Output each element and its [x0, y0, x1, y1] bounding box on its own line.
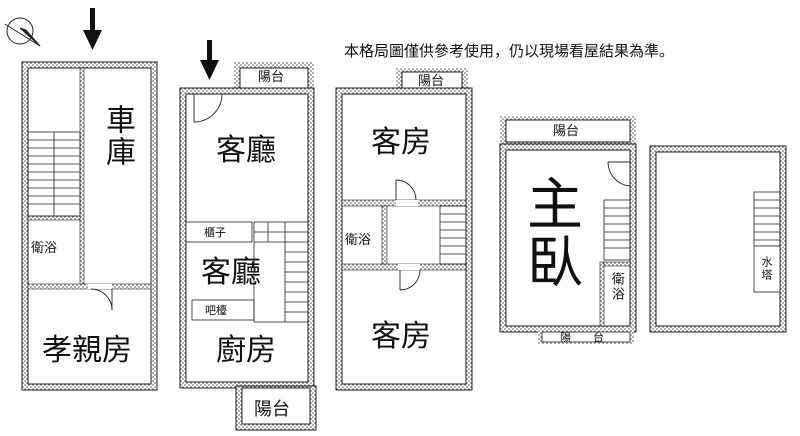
room-label-garage: 車庫 — [100, 104, 135, 168]
room-label-balcony: 陽台 — [258, 70, 285, 85]
room-label-balcony: 陽台 — [418, 74, 445, 89]
room-label-guest-room: 客房 — [371, 319, 431, 354]
room-label-living-room: 客廳 — [216, 133, 276, 168]
disclaimer-note: 本格局圖僅供參考使用，仍以現場看屋結果為準。 — [344, 42, 675, 60]
room-label-master-bedroom: 主 — [527, 173, 583, 238]
room-label-balcony: 陽台 — [254, 399, 290, 420]
floor-2-plan — [179, 62, 317, 431]
room-label-living-room: 客廳 — [201, 255, 261, 290]
floor-1-plan — [21, 61, 158, 391]
compass-icon — [4, 17, 41, 47]
floor-3-plan — [335, 68, 473, 391]
room-label-guest-room: 客房 — [371, 125, 431, 160]
roof-plan — [649, 145, 787, 333]
entrance-arrow-icon — [200, 40, 219, 80]
room-label-kitchen: 廚房 — [216, 333, 276, 368]
room-label-parents-room: 孝親房 — [42, 333, 132, 368]
room-label-balcony: 陽台 — [553, 124, 580, 139]
room-label-balcony: 陽 台 — [560, 331, 604, 344]
room-label-bar: 吧檯 — [205, 304, 227, 317]
floor-4-plan — [499, 116, 637, 344]
room-label-bath: 衛浴 — [345, 233, 372, 248]
room-label-bath: 衛浴 — [31, 241, 58, 256]
room-label-bath: 衛浴 — [609, 272, 624, 302]
room-label-cabinet: 櫃子 — [204, 226, 226, 239]
entrance-arrow-icon — [83, 8, 102, 50]
room-label-master-bedroom: 臥 — [527, 231, 583, 296]
room-label-water-tower: 水塔 — [760, 256, 773, 282]
